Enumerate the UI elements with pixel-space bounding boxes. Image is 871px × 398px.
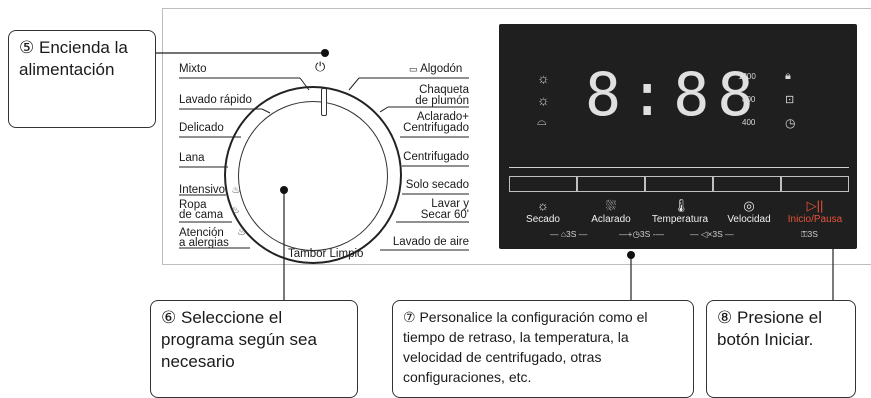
label-aclarado: Aclarado (591, 214, 631, 225)
label-velocidad: Velocidad (727, 214, 771, 225)
program-ropa-de-cama: Ropa de cama (179, 199, 224, 221)
spin-icon: ◎ (743, 198, 755, 213)
thermometer-icon: 🌡 (672, 198, 690, 213)
callout-program: ⑥ Seleccione el programa según sea neces… (150, 300, 358, 398)
callout-settings: ⑦ Personalice la configuración como el t… (392, 300, 694, 398)
time-display: 8:88 (585, 60, 762, 130)
clock-icon: ◷ (785, 116, 796, 130)
callout-start: ⑧ Presione el botón Iniciar. (706, 300, 856, 398)
dial-indicator (321, 88, 327, 116)
program-lavado-rapido: Lavado rápido (179, 94, 252, 106)
steam-icon: ♨ (231, 185, 241, 196)
power-indicator-dot (321, 49, 329, 57)
cotton-icon: ▭ (409, 64, 418, 74)
speed-400: 400 (742, 118, 756, 127)
program-intensivo-row: Intensivo ♨ (179, 180, 240, 198)
child-lock-icon: ⊡ (785, 94, 795, 106)
program-tambor-limpio: Tambor Limpio (288, 248, 364, 260)
callout-power-number: ⑤ (19, 38, 35, 57)
sublabel-secado-aclarado: — ⌂3S — (550, 229, 588, 239)
program-algodon: Algodón (420, 63, 463, 75)
callout-program-text: Seleccione el programa según sea necesar… (161, 308, 317, 371)
sublabel-inicio-pausa: ⚿3S (801, 229, 818, 239)
program-atencion-alergias: Atención a alergias (179, 227, 229, 249)
steam-icon: ♨ (237, 227, 246, 238)
button-secado[interactable] (509, 176, 577, 192)
button-temperatura[interactable] (645, 176, 713, 192)
button-velocidad[interactable] (713, 176, 781, 192)
lock-icon: 🔒︎ (785, 70, 791, 82)
label-secado: Secado (526, 214, 560, 225)
label-inicio-pausa: Inicio/Pausa (787, 214, 843, 225)
sublabel-aclarado-temperatura: —+◷3S -— (619, 229, 664, 239)
callout-start-number: ⑧ (717, 308, 733, 327)
speed-1200: 1200 (738, 72, 756, 81)
dry-icon: ☼ (537, 198, 549, 213)
sunrise-icon: ⌓ (537, 114, 547, 128)
callout-settings-number: ⑦ (403, 309, 416, 325)
program-centrifugado: Centrifugado (403, 151, 469, 163)
button-aclarado[interactable] (577, 176, 645, 192)
rinse-icon: ⛆ (605, 198, 617, 213)
program-aclarado-centrifugado: Aclarado+ Centrifugado (403, 111, 469, 134)
sun-icon: ☼ (537, 92, 550, 108)
play-pause-icon: ▷|| (806, 198, 824, 213)
sublabel-temperatura-velocidad: — ◁×3S — (690, 229, 734, 239)
callout-start-text: Presione el botón Iniciar. (717, 308, 823, 349)
program-lavado-de-aire: Lavado de aire (392, 236, 469, 248)
program-dial-inner (238, 101, 388, 251)
program-chaqueta-de-plumon: Chaqueta de plumón (415, 84, 469, 107)
program-mixto: Mixto (179, 63, 207, 75)
settings-indicator-dot (627, 251, 635, 259)
steam-icon: ♨ (231, 205, 240, 216)
callout-power-text: Encienda la alimentación (19, 38, 128, 79)
display-divider (509, 167, 849, 168)
speed-800: 800 (742, 95, 756, 104)
sun-icon: ☼ (537, 70, 550, 86)
program-algodon-row: ▭ Algodón (409, 63, 462, 75)
program-lavar-y-secar: Lavar y Secar 60' (420, 198, 469, 221)
callout-program-number: ⑥ (161, 308, 177, 327)
button-inicio-pausa[interactable] (781, 176, 849, 192)
program-solo-secado: Solo secado (405, 179, 469, 191)
program-lana: Lana (179, 152, 205, 164)
program-delicado: Delicado (179, 122, 224, 134)
power-icon[interactable]: ⏻ (315, 59, 326, 74)
program-intensivo: Intensivo (179, 184, 226, 196)
display-panel (499, 24, 857, 249)
callout-settings-text: Personalice la configuración como el tie… (403, 309, 648, 385)
dial-indicator-dot (280, 186, 288, 194)
label-temperatura: Temperatura (651, 214, 709, 225)
callout-power: ⑤ Encienda la alimentación (8, 30, 156, 128)
